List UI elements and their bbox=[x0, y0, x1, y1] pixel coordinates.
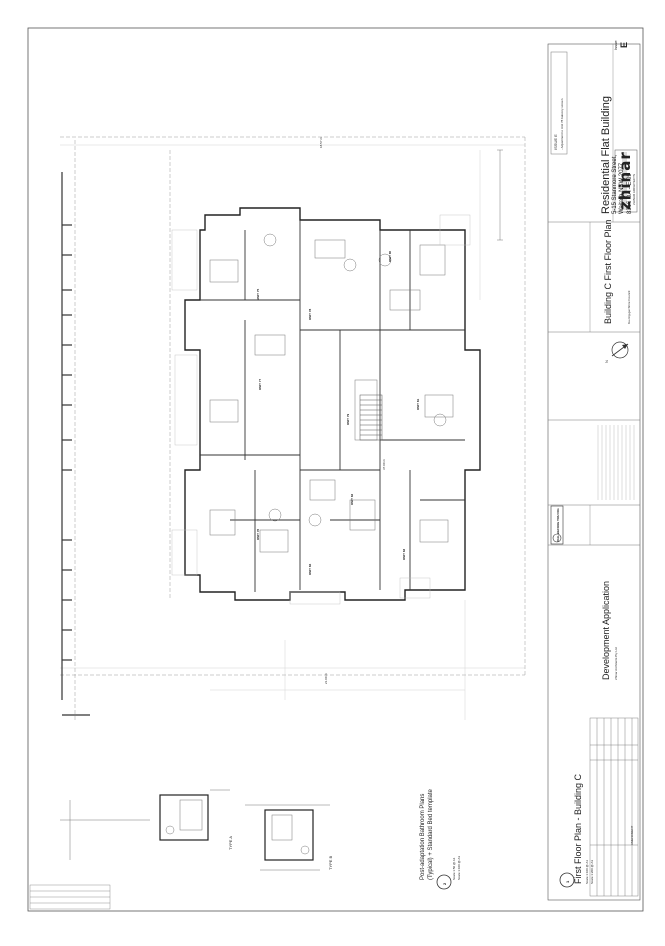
type-a-label: TYPE A bbox=[228, 835, 233, 850]
plan-2-number: 2 bbox=[442, 882, 447, 885]
drawing-title: Building C First Floor Plan bbox=[603, 219, 613, 324]
plan-2-title-line-1: Post-adaptation Bathroom Plans bbox=[420, 793, 426, 880]
issue-note: - Adjustment to Unit 78 balcony screen bbox=[560, 98, 564, 150]
left-column-markers bbox=[61, 172, 90, 716]
sheet-border bbox=[27, 27, 644, 912]
revisions-heading: AMENDMENT bbox=[630, 825, 634, 845]
floor-plan-building-c bbox=[184, 207, 481, 601]
plan-1-title: First Floor Plan - Building C bbox=[573, 773, 583, 884]
dimension-top: 18.57 m bbox=[319, 137, 323, 148]
type-b-label: TYPE B bbox=[328, 855, 333, 870]
council-name: Ku-ring-gai Shire Council bbox=[627, 290, 631, 324]
dimension-mid: 37.00 m bbox=[382, 459, 386, 470]
unit-label: UNIT 82 bbox=[350, 493, 354, 505]
project-title: Residential Flat Building bbox=[600, 95, 612, 214]
unit-label: UNIT 79 bbox=[346, 413, 350, 425]
issue-box bbox=[550, 51, 568, 155]
unit-label: UNIT 78 bbox=[308, 308, 312, 320]
plan-1-scale-a3: Scale 1:200 @ A3 bbox=[590, 859, 594, 884]
applicant-name: Zhinar Architects Pty Ltd bbox=[614, 647, 618, 680]
unit-label: UNIT 81 bbox=[416, 398, 420, 410]
north-label: N bbox=[604, 360, 609, 363]
badge-text: DIAL BEFORE YOU DIG bbox=[556, 508, 560, 542]
issue-letter: E bbox=[619, 41, 629, 48]
dial-before-you-dig-badge bbox=[550, 505, 564, 545]
plan-2-title-line-2: (Typical) + Standard Bed template bbox=[428, 789, 434, 880]
site-boundary bbox=[60, 136, 526, 720]
plan-2-scale-a3: Scale 1:100 @ A3 bbox=[457, 855, 461, 880]
unit-label: UNIT 75 bbox=[256, 288, 260, 300]
unit-label: UNIT 83 bbox=[402, 548, 406, 560]
issue-label: Issue bbox=[613, 40, 618, 50]
bathroom-type-a bbox=[159, 794, 209, 841]
plan-2-number-circle bbox=[436, 874, 452, 890]
plan-1-scale-a1: Scale 1:100 @ A1 bbox=[585, 859, 589, 884]
bathroom-type-b bbox=[264, 809, 314, 861]
plan-2-scale-a1: Scale 1:50 @ A1 bbox=[452, 857, 456, 880]
application-type: Development Application bbox=[601, 580, 611, 680]
plan-1-number: 1 bbox=[565, 880, 570, 883]
issue-box-title: ISSUE E bbox=[553, 134, 558, 150]
unit-label: UNIT 76 bbox=[256, 528, 260, 540]
revision-table bbox=[589, 717, 639, 897]
title-block bbox=[547, 43, 641, 901]
unit-label: UNIT 80 bbox=[388, 250, 392, 262]
unit-label: UNIT 84 bbox=[308, 563, 312, 575]
firm-subtitle: ZHINAR ARCHITECTS bbox=[632, 173, 636, 205]
stair-core bbox=[359, 394, 383, 441]
north-arrow-icon bbox=[611, 341, 629, 359]
plan-1-number-circle bbox=[559, 872, 575, 888]
unit-label: UNIT 77 bbox=[258, 378, 262, 390]
dimension-bottom: 21.00 m bbox=[324, 673, 328, 684]
